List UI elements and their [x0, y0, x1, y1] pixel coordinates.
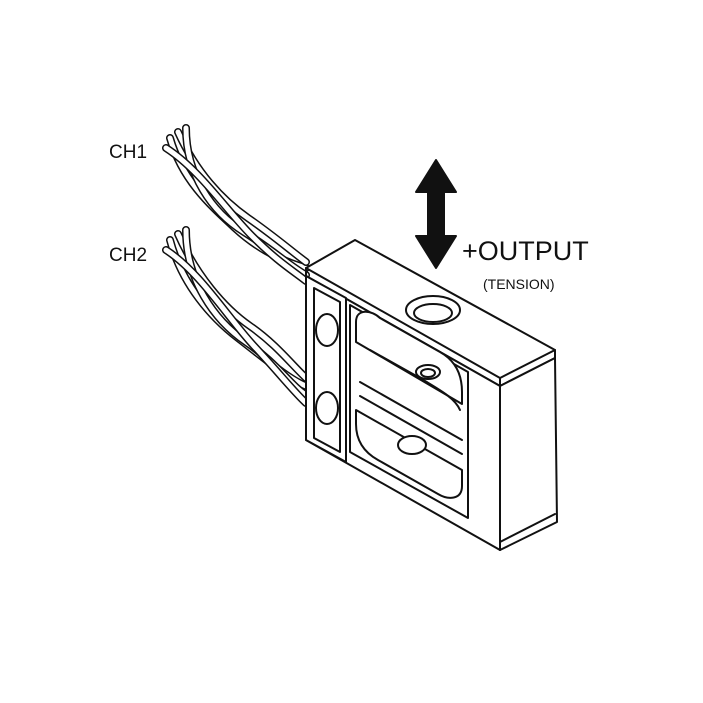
load-cell-body: [305, 239, 558, 551]
right-end-face: [499, 357, 558, 551]
cable-ch1: [162, 124, 310, 285]
left-hole-upper: [315, 313, 339, 347]
cable-ch2: [162, 226, 310, 407]
mount-hole-top: [405, 295, 461, 325]
label-ch1: CH1: [109, 142, 147, 163]
lower-cavity-hole: [397, 435, 427, 455]
double-arrow-vertical-icon: [415, 159, 457, 269]
upper-cavity: [355, 310, 463, 405]
left-hole-lower: [315, 391, 339, 425]
label-output: +OUTPUT: [462, 236, 589, 266]
label-ch2: CH2: [109, 245, 147, 266]
label-output-sub: (TENSION): [483, 276, 555, 292]
